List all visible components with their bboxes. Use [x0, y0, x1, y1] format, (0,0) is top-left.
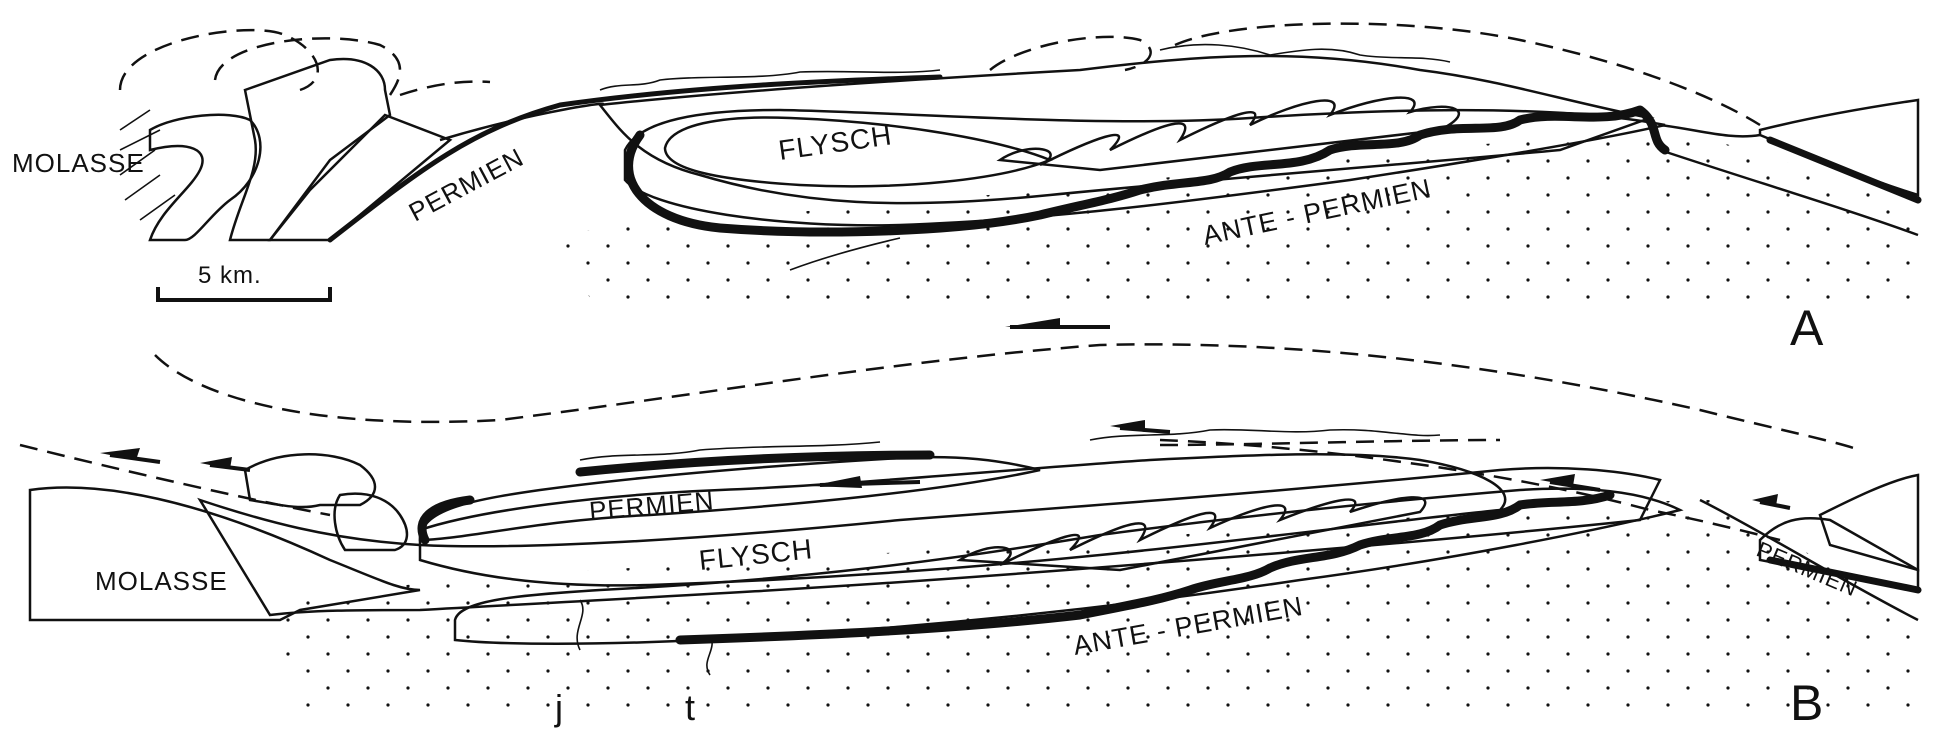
- section-b: j t MOLASSE PERMIEN FLYSCH ANTE - PERMIE…: [20, 420, 1918, 731]
- thrust-dash-mid-b: [1160, 440, 1500, 445]
- restored-outline-a-top-left: [400, 82, 490, 95]
- motion-arrow-b-4: [1110, 420, 1170, 432]
- scale-bar: 5 km.: [158, 262, 330, 300]
- motion-arrow-a: [1005, 318, 1110, 327]
- label-molasse-b: MOLASSE: [95, 566, 228, 596]
- permien-black-band-upper-b: [580, 455, 930, 472]
- trias-black-base-left-b: [422, 500, 470, 540]
- motion-arrow-b-2: [200, 457, 250, 470]
- label-j: j: [554, 687, 563, 728]
- section-a: MOLASSE PERMIEN FLYSCH ANTE - PERMIEN 5 …: [12, 24, 1918, 356]
- permien-upper-edge-a: [440, 104, 603, 140]
- restored-outline-b-top: [155, 344, 1860, 450]
- scale-bar-label: 5 km.: [198, 262, 262, 289]
- motion-arrow-b-6: [1752, 494, 1790, 508]
- label-permien-a: PERMIEN: [404, 142, 529, 227]
- restored-outline-a-left: [120, 30, 318, 90]
- molasse-zone-a: [150, 115, 260, 240]
- panel-letter-b: B: [1790, 675, 1823, 731]
- motion-arrow-b-1: [100, 448, 160, 462]
- label-t: t: [685, 687, 695, 728]
- panel-letter-a: A: [1790, 300, 1824, 356]
- permien-slab-b: [420, 457, 1040, 540]
- label-molasse-a: MOLASSE: [12, 148, 145, 178]
- label-permien-b: PERMIEN: [588, 485, 716, 526]
- vertical-hatch-block-b: [245, 454, 375, 507]
- label-flysch-a: FLYSCH: [777, 119, 895, 166]
